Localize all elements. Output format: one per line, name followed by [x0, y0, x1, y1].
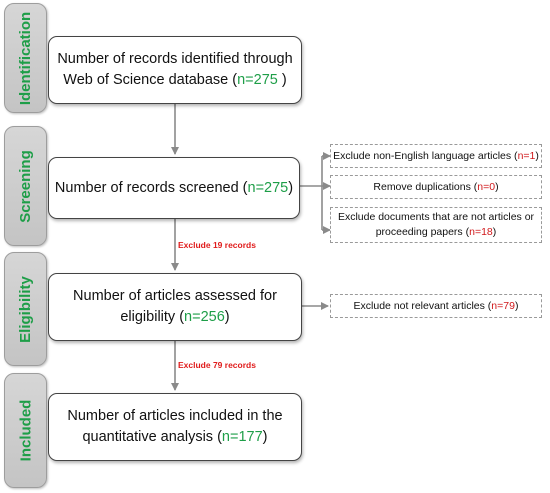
remove-duplications-text: Remove duplications (: [373, 180, 478, 193]
exclude-not-relevant-box: Exclude not relevant articles (n=79): [330, 294, 542, 318]
exclude-19-label: Exclude 19 records: [178, 240, 256, 250]
exclude-non-english-count: n=1: [517, 149, 536, 162]
exclude-not-relevant-text: Exclude not relevant articles (: [353, 299, 492, 312]
stage-tab-screening: Screening: [4, 126, 47, 246]
stage-tab-identification: Identification: [4, 3, 47, 113]
articles-included-count: n=177: [221, 429, 263, 445]
stage-label-eligibility: Eligibility: [17, 275, 34, 343]
remove-duplications-suffix: ): [495, 180, 499, 193]
records-identified-count: n=275: [237, 72, 278, 88]
exclude-non-english-text: Exclude non-English language articles (: [333, 149, 518, 162]
exclude-79-label: Exclude 79 records: [178, 360, 256, 370]
articles-assessed-line1: Number of articles assessed for: [73, 288, 277, 304]
stage-label-identification: Identification: [17, 11, 34, 105]
articles-assessed-line2: eligibility (: [120, 309, 185, 325]
stage-label-screening: Screening: [17, 149, 34, 223]
exclude-not-relevant-suffix: ): [514, 299, 519, 312]
exclude-non-english-suffix: ): [535, 149, 539, 162]
records-identified-suffix: ): [277, 72, 287, 88]
records-screened-count: n=275: [247, 179, 289, 196]
exclude-not-relevant-count: n=79: [491, 299, 515, 312]
articles-assessed-suffix: ): [224, 309, 230, 325]
exclude-non-english-box: Exclude non-English language articles (n…: [330, 144, 542, 168]
exclude-non-articles-box: Exclude documents that are not articles …: [330, 207, 542, 243]
records-screened-box: Number of records screened (n=275): [48, 157, 300, 219]
articles-included-line1: Number of articles included in the: [67, 408, 283, 424]
articles-included-suffix: ): [262, 429, 268, 445]
remove-duplications-box: Remove duplications (n=0): [330, 175, 542, 199]
records-identified-box: Number of records identified through Web…: [48, 36, 302, 104]
remove-duplications-count: n=0: [477, 180, 496, 193]
exclude-non-articles-line2: proceeding papers (: [375, 226, 470, 238]
articles-assessed-count: n=256: [184, 309, 225, 325]
articles-assessed-box: Number of articles assessed for eligibil…: [48, 273, 302, 341]
stage-tab-included: Included: [4, 373, 47, 488]
stage-tab-eligibility: Eligibility: [4, 252, 47, 366]
records-identified-line1: Number of records identified through: [57, 51, 293, 67]
records-identified-line2: Web of Science database (: [63, 72, 238, 88]
articles-included-line2: quantitative analysis (: [82, 429, 222, 445]
exclude-non-articles-count: n=18: [469, 226, 493, 238]
records-screened-suffix: ): [288, 179, 294, 196]
articles-included-box: Number of articles included in the quant…: [48, 393, 302, 461]
stage-label-included: Included: [17, 399, 35, 462]
exclude-non-articles-line1: Exclude documents that are not articles …: [337, 211, 535, 223]
records-screened-text: Number of records screened (: [54, 179, 248, 196]
exclude-non-articles-suffix: ): [492, 226, 497, 238]
